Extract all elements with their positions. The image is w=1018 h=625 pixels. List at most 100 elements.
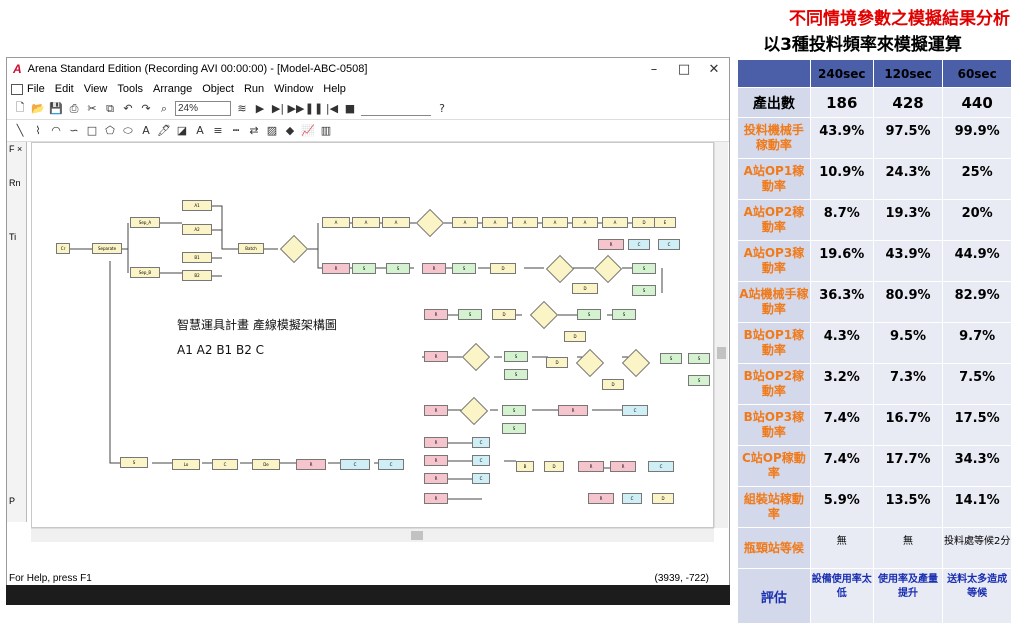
model-block[interactable]: R bbox=[322, 263, 350, 274]
model-block[interactable]: C bbox=[472, 455, 490, 466]
open-icon[interactable]: 📂 bbox=[31, 102, 45, 115]
zoom-icon[interactable]: ⌕ bbox=[160, 101, 168, 115]
menu-help[interactable]: Help bbox=[323, 83, 346, 95]
model-block[interactable]: S bbox=[386, 263, 410, 274]
line-width-icon[interactable]: ≡ bbox=[213, 124, 223, 137]
rectangle-icon[interactable]: □ bbox=[86, 124, 98, 137]
model-block[interactable]: C bbox=[212, 459, 238, 470]
cut-icon[interactable]: ✂ bbox=[87, 102, 97, 115]
model-block[interactable]: A bbox=[482, 217, 508, 228]
model-block[interactable]: D bbox=[632, 217, 656, 228]
fill-pattern-icon[interactable]: ▨ bbox=[266, 124, 278, 137]
model-block[interactable]: S bbox=[688, 353, 710, 364]
line-color-icon[interactable]: 🖊 bbox=[157, 124, 171, 137]
model-block[interactable]: E bbox=[654, 217, 676, 228]
model-block[interactable]: R bbox=[424, 437, 448, 448]
model-block[interactable]: A bbox=[512, 217, 538, 228]
model-block[interactable]: S bbox=[632, 285, 656, 296]
help-pointer-icon[interactable]: ? bbox=[439, 102, 445, 115]
model-block[interactable]: B1 bbox=[182, 252, 212, 263]
ellipse-icon[interactable]: ⬭ bbox=[123, 123, 133, 137]
menu-object[interactable]: Object bbox=[202, 83, 234, 95]
model-block[interactable]: R bbox=[424, 405, 448, 416]
model-canvas[interactable]: Cr Separate Sep_A Sep_B A1 A2 B1 B2 Batc… bbox=[31, 142, 714, 528]
model-block[interactable]: S bbox=[352, 263, 376, 274]
model-block[interactable]: C bbox=[472, 473, 490, 484]
model-block[interactable]: S bbox=[660, 353, 682, 364]
model-block[interactable]: C bbox=[628, 239, 650, 250]
model-block[interactable]: D bbox=[546, 357, 568, 368]
model-block[interactable]: A bbox=[352, 217, 380, 228]
model-block[interactable]: S bbox=[458, 309, 482, 320]
project-bar-item[interactable]: F × bbox=[9, 144, 23, 154]
model-block[interactable]: S bbox=[612, 309, 636, 320]
model-block[interactable]: Sep_B bbox=[130, 267, 160, 278]
model-block[interactable]: C bbox=[472, 437, 490, 448]
model-block[interactable]: S bbox=[577, 309, 601, 320]
model-block[interactable]: S bbox=[502, 405, 526, 416]
undo-icon[interactable]: ↶ bbox=[123, 102, 133, 115]
start-over-icon[interactable]: |◀ bbox=[325, 102, 339, 115]
text-icon[interactable]: A bbox=[142, 124, 150, 137]
model-block[interactable]: A bbox=[602, 217, 628, 228]
model-block[interactable]: Sep_A bbox=[130, 217, 160, 228]
model-block[interactable]: R bbox=[578, 461, 604, 472]
model-block[interactable]: R bbox=[424, 473, 448, 484]
zoom-select[interactable]: 24% bbox=[175, 101, 231, 116]
maximize-icon[interactable]: □ bbox=[677, 61, 691, 77]
close-icon[interactable]: ✕ bbox=[708, 61, 720, 77]
model-block[interactable]: C bbox=[622, 405, 648, 416]
model-block[interactable]: C bbox=[648, 461, 674, 472]
print-icon[interactable]: ⎙ bbox=[69, 101, 79, 115]
model-block[interactable]: C bbox=[658, 239, 680, 250]
pause-icon[interactable]: ❚❚ bbox=[304, 102, 324, 115]
project-bar-item[interactable]: Ti bbox=[9, 232, 17, 242]
menu-arrange[interactable]: Arrange bbox=[153, 83, 193, 95]
model-block[interactable]: C bbox=[622, 493, 642, 504]
polygon-icon[interactable]: ⬠ bbox=[105, 124, 115, 137]
model-block[interactable]: D bbox=[652, 493, 674, 504]
model-block[interactable]: C bbox=[378, 459, 404, 470]
step-icon[interactable]: ▶| bbox=[271, 102, 285, 115]
model-block[interactable]: S bbox=[688, 375, 710, 386]
model-block[interactable]: D bbox=[602, 379, 624, 390]
vertical-scrollbar[interactable] bbox=[714, 142, 728, 528]
model-block[interactable]: R bbox=[422, 263, 446, 274]
model-block[interactable]: B2 bbox=[182, 270, 212, 281]
model-block[interactable]: D bbox=[490, 263, 516, 274]
model-block[interactable]: S bbox=[120, 457, 148, 468]
model-block[interactable]: R bbox=[424, 493, 448, 504]
layers-icon[interactable]: ≋ bbox=[237, 102, 247, 115]
speed-slider[interactable] bbox=[361, 102, 431, 116]
project-bar-item[interactable]: P bbox=[9, 496, 16, 506]
model-block[interactable]: R bbox=[598, 239, 624, 250]
arrow-style-icon[interactable]: ⇄ bbox=[249, 124, 259, 137]
model-block[interactable]: D bbox=[544, 461, 564, 472]
copy-icon[interactable]: ⧉ bbox=[106, 101, 114, 115]
project-bar-item[interactable]: Rn bbox=[9, 178, 21, 188]
model-block[interactable]: A bbox=[382, 217, 410, 228]
model-block[interactable]: R bbox=[424, 455, 448, 466]
scrollbar-thumb[interactable] bbox=[717, 347, 726, 359]
model-block[interactable]: S bbox=[632, 263, 656, 274]
model-block[interactable]: A bbox=[322, 217, 350, 228]
model-block[interactable]: A2 bbox=[182, 224, 212, 235]
model-block[interactable]: R bbox=[558, 405, 588, 416]
plot-icon[interactable]: 📈 bbox=[301, 124, 315, 137]
line-style-icon[interactable]: ┅ bbox=[232, 124, 240, 137]
model-block[interactable]: B bbox=[516, 461, 534, 472]
model-block[interactable]: De bbox=[252, 459, 280, 470]
model-block[interactable]: Batch bbox=[238, 243, 264, 254]
model-block[interactable]: Lo bbox=[172, 459, 200, 470]
arc-icon[interactable]: ◠ bbox=[51, 124, 61, 137]
menu-tools[interactable]: Tools bbox=[117, 83, 144, 95]
model-block[interactable]: C bbox=[340, 459, 370, 470]
curve-icon[interactable]: ∽ bbox=[69, 124, 79, 137]
model-block[interactable]: S bbox=[452, 263, 476, 274]
model-block[interactable]: Separate bbox=[92, 243, 122, 254]
model-block[interactable]: S bbox=[504, 351, 528, 362]
new-icon[interactable]: 🗋 bbox=[15, 101, 25, 114]
model-block[interactable]: R bbox=[610, 461, 636, 472]
menu-run[interactable]: Run bbox=[243, 83, 265, 95]
model-block[interactable]: A bbox=[572, 217, 598, 228]
